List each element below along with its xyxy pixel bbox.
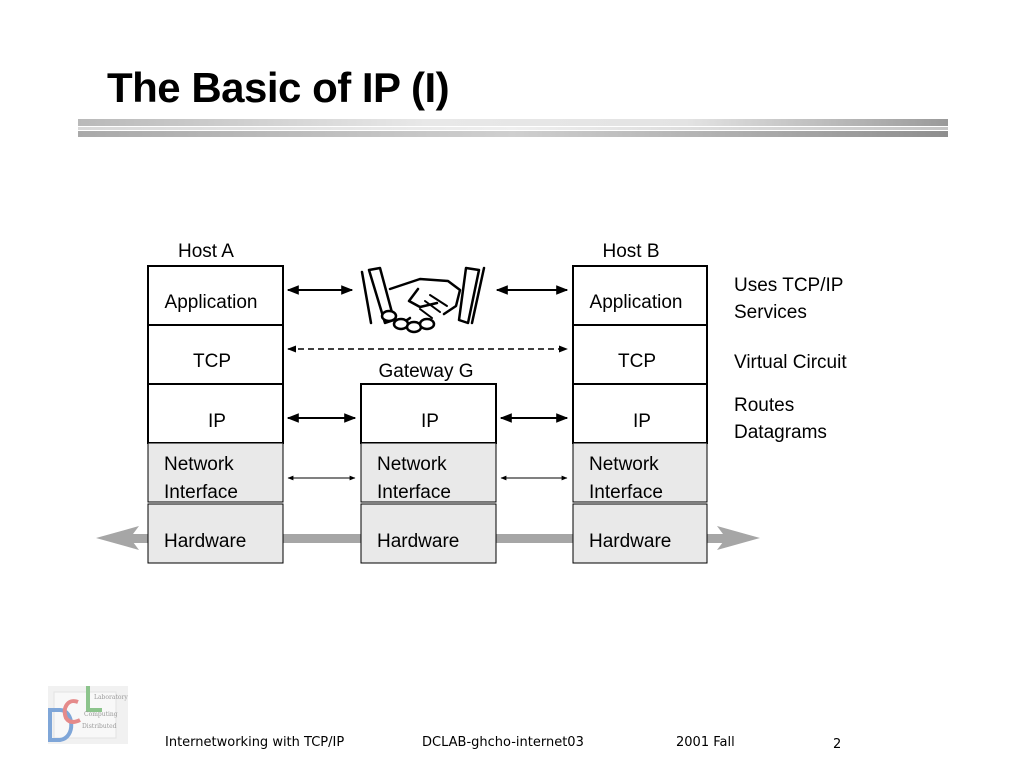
host-a-application-layer — [147, 265, 284, 326]
host-b-ip-layer — [572, 383, 708, 444]
host-a-tcp-label: TCP — [193, 351, 231, 372]
annotation-tcp: Virtual Circuit — [734, 352, 847, 373]
host-b-hardware-layer — [572, 503, 708, 564]
page-number: 2 — [833, 737, 842, 752]
handshake-icon — [360, 266, 486, 334]
host-b-network-interface-layer — [572, 442, 708, 503]
gateway-ip-label: IP — [421, 411, 439, 432]
gateway-hardware-label: Hardware — [377, 531, 459, 552]
host-a-hardware-label: Hardware — [164, 531, 246, 552]
host-a-network-interface-label: Network — [164, 454, 234, 475]
host-a-application-label: Application — [165, 292, 258, 313]
host-a-stack: Host A Application TCP IP Network Interf… — [147, 241, 284, 564]
footer-doc-id: DCLAB-ghcho-internet03 — [422, 735, 584, 750]
gateway-ip-layer — [360, 383, 497, 444]
layer-connectors — [286, 285, 569, 481]
layer-annotations: Uses TCP/IP Services Virtual Circuit Rou… — [734, 275, 847, 443]
gateway-network-interface-label: Network — [377, 454, 447, 475]
svg-text:Laboratory: Laboratory — [94, 694, 128, 701]
host-b-network-interface-label: Interface — [589, 482, 663, 503]
host-b-stack: Host B Application TCP IP Network Interf… — [572, 241, 708, 564]
host-b-tcp-layer — [572, 324, 708, 385]
host-a-label: Host A — [178, 241, 234, 262]
host-b-application-label: Application — [590, 292, 683, 313]
slide-title: The Basic of IP (I) — [107, 64, 450, 111]
annotation-application: Services — [734, 302, 807, 323]
host-a-ip-label: IP — [208, 411, 226, 432]
footer-course: Internetworking with TCP/IP — [165, 735, 345, 750]
gateway-network-interface-layer — [360, 442, 497, 503]
title-divider — [78, 131, 948, 137]
gateway-label: Gateway G — [378, 361, 473, 382]
host-a-hardware-layer — [147, 503, 284, 564]
gateway-stack: Gateway G IP Network Interface Hardware — [360, 361, 497, 564]
gateway-network-interface-label: Interface — [377, 482, 451, 503]
svg-text:Computing: Computing — [84, 711, 118, 718]
title-divider — [78, 127, 948, 130]
svg-text:Distributed: Distributed — [82, 723, 117, 730]
title-divider — [78, 119, 948, 126]
host-b-label: Host B — [602, 241, 659, 262]
host-a-tcp-layer — [147, 324, 284, 385]
dclab-logo: Laboratory Computing Distributed — [48, 686, 128, 744]
host-b-network-interface-label: Network — [589, 454, 659, 475]
gateway-hardware-layer — [360, 503, 497, 564]
annotation-ip: Datagrams — [734, 422, 827, 443]
annotation-ip: Routes — [734, 395, 794, 416]
host-b-ip-label: IP — [633, 411, 651, 432]
host-b-hardware-label: Hardware — [589, 531, 671, 552]
annotation-application: Uses TCP/IP — [734, 275, 843, 296]
host-a-network-interface-label: Interface — [164, 482, 238, 503]
footer-term: 2001 Fall — [676, 735, 735, 750]
host-a-ip-layer — [147, 383, 284, 444]
host-a-network-interface-layer — [147, 442, 284, 503]
host-b-tcp-label: TCP — [618, 351, 656, 372]
